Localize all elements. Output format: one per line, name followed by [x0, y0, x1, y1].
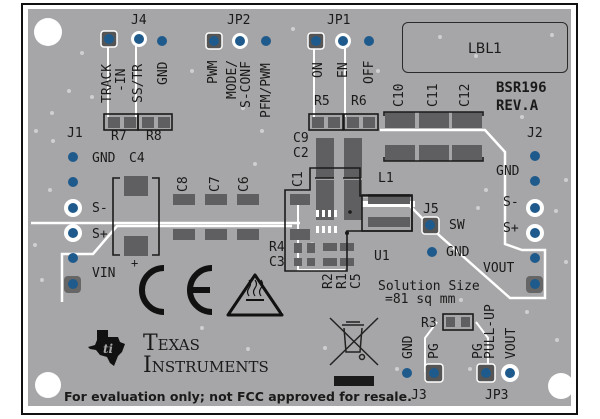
ref-c3: C3: [269, 255, 285, 270]
ref-r2: R2: [321, 273, 336, 289]
ce-mark: [139, 265, 213, 315]
ref-u1: U1: [374, 249, 390, 264]
ref-r7: R7: [111, 129, 127, 144]
ref-j3: J3: [411, 388, 427, 403]
ref-jp3: JP3: [485, 388, 509, 403]
ref-j5: J5: [423, 202, 439, 217]
j2-pin-sminus: S-: [503, 195, 519, 210]
jp2-pin-pwm: PWM: [206, 60, 221, 84]
jp1-pin-en: EN: [336, 62, 351, 78]
ref-j4: J4: [131, 13, 147, 28]
ref-c9: C9: [293, 131, 309, 146]
jp2-pin-sconf: S-CONF: [239, 61, 254, 108]
mounting-hole: [35, 372, 61, 398]
part-number: BSR196: [496, 80, 547, 96]
ref-r5: R5: [314, 94, 330, 109]
ref-r3: R3: [421, 316, 437, 331]
vias: [33, 27, 568, 371]
j4-pin-in: -IN: [114, 68, 129, 92]
jp1-pin-off: OFF: [362, 60, 377, 84]
ref-j1: J1: [67, 126, 83, 141]
label-box-text: LBL1: [467, 41, 503, 57]
j2-pin-gnd: GND: [496, 164, 520, 179]
j1-pin-gnd: GND: [92, 151, 116, 166]
ref-c8: C8: [176, 176, 191, 192]
j1-pin-sminus: S-: [92, 201, 108, 216]
solution-size-value: =81 sq mm: [385, 292, 456, 307]
ti-logo-icon: ti: [88, 330, 125, 366]
ref-c11: C11: [426, 83, 441, 107]
label-box: LBL1: [402, 22, 568, 73]
ref-c6: C6: [237, 176, 252, 192]
ref-r1: R1: [335, 273, 350, 289]
jp2-pin-mode: MODE/: [225, 59, 240, 99]
j2-pin-splus: S+: [503, 221, 519, 236]
j4-pin-gnd: GND: [156, 61, 171, 85]
j1-pin-splus: S+: [92, 227, 108, 242]
jp3-pin-pullup: PULL-UP: [483, 304, 498, 359]
through-hole-pads: [64, 30, 544, 383]
mounting-hole: [34, 18, 62, 46]
jp3-pin-vout: VOUT: [504, 327, 519, 359]
svg-text:ti: ti: [103, 342, 114, 356]
weee-bar: [334, 376, 374, 386]
revision: REV.A: [496, 98, 539, 114]
ref-jp1: JP1: [327, 13, 351, 28]
c4-outline: [112, 177, 160, 256]
ti-wordmark-line2: Instruments: [143, 353, 269, 378]
ref-r4: R4: [269, 240, 285, 255]
jp2-pin-pfmpwm: PFM/PWM: [259, 63, 274, 118]
j1-pin-vin: VIN: [92, 266, 116, 281]
ref-c12: C12: [458, 83, 473, 107]
ref-c2: C2: [293, 146, 309, 161]
j3-pin-pg: PG: [427, 343, 442, 359]
copper-traces: [31, 40, 547, 372]
weee-bin-icon: [329, 317, 379, 366]
ref-j2: J2: [527, 126, 543, 141]
j4-pin-sstr: SS/TR: [131, 63, 146, 103]
j4-pin-track: TRACK: [100, 63, 115, 103]
ref-r6: R6: [351, 94, 367, 109]
mounting-hole: [548, 373, 574, 399]
ref-c7: C7: [208, 176, 223, 192]
ref-c10: C10: [392, 83, 407, 107]
silkscreen: [103, 111, 484, 331]
hot-surface-icon: [226, 273, 284, 317]
j2-pin-vout: VOUT: [483, 261, 515, 276]
ref-l1: L1: [378, 171, 394, 186]
jp1-pin-on: ON: [311, 62, 326, 78]
u1-package-pads: [316, 210, 337, 233]
j3-pin-gnd: GND: [401, 335, 416, 359]
ref-c4: C4: [129, 151, 145, 166]
u1-keepout-outline: [284, 167, 413, 272]
ti-wordmark-line1: Texas: [143, 331, 200, 356]
ref-jp2: JP2: [227, 13, 251, 28]
vin-pour-outline: [60, 224, 292, 293]
fcc-disclaimer: For evaluation only; not FCC approved fo…: [64, 389, 412, 404]
j5-pin-sw: SW: [449, 218, 465, 233]
j5-pin-gnd: GND: [446, 245, 470, 260]
ref-r8: R8: [146, 129, 162, 144]
ref-c5: C5: [349, 273, 364, 289]
ref-c1: C1: [291, 171, 306, 187]
solution-size-label: Solution Size: [378, 279, 480, 294]
c4-polarity-mark: +: [131, 256, 139, 270]
